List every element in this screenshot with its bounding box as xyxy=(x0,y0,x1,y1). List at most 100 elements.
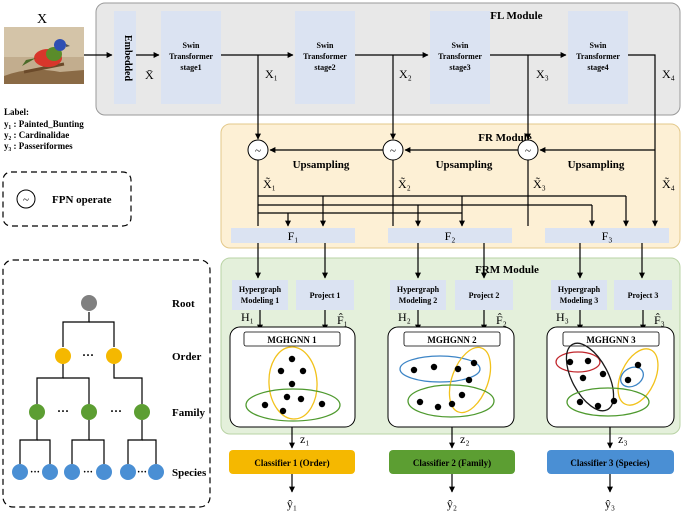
fhat1-label: F̂₁ xyxy=(337,313,348,327)
tree-species-node xyxy=(96,464,112,480)
tree-ellipsis: ··· xyxy=(82,348,94,362)
label-y3: y₃ : Passeriformes xyxy=(4,141,73,151)
xtilde2-label: X̃₂ xyxy=(398,177,411,191)
classifier-3 xyxy=(547,450,674,474)
yhat3-label: ŷ₃ xyxy=(605,497,615,511)
yhat2-label: ŷ₂ xyxy=(447,497,457,511)
swin-stage-1: Swin Transformer stage1 xyxy=(161,11,221,104)
x2-label: X₂ xyxy=(399,67,412,81)
svg-text:stage1: stage1 xyxy=(180,63,201,72)
tree-species-node xyxy=(42,464,58,480)
tree-level-order: Order xyxy=(172,351,201,363)
tree-species-node xyxy=(148,464,164,480)
hypergraph-modeling-1 xyxy=(232,280,288,310)
svg-text:stage4: stage4 xyxy=(587,63,608,72)
svg-text:Classifier 1 (Order): Classifier 1 (Order) xyxy=(254,458,329,468)
tree-box xyxy=(2,259,211,508)
ihfl-title: IHFL Module xyxy=(477,10,542,22)
input-x-label: X xyxy=(37,12,47,27)
hypergraph-modeling-2 xyxy=(390,280,446,310)
tree-level-species: Species xyxy=(172,467,207,479)
svg-text:Modeling 3: Modeling 3 xyxy=(560,296,598,305)
feature-block-f2: F₂ xyxy=(388,228,512,243)
x4-label: X₄ xyxy=(662,67,675,81)
z2-label: z₂ xyxy=(460,432,470,446)
fpn-op-2: ~ xyxy=(382,139,404,161)
svg-text:Swin: Swin xyxy=(452,41,469,50)
svg-text:Swin: Swin xyxy=(183,41,200,50)
branch-1: Hypergraph Modeling 1 Project 1 H₁ F̂₁ M… xyxy=(229,280,356,511)
frm-title: FRM Module xyxy=(475,264,539,276)
svg-text:Transformer: Transformer xyxy=(303,52,347,61)
classifier-2 xyxy=(389,450,515,474)
yhat1-label: ŷ₁ xyxy=(287,497,297,511)
fr-module-box xyxy=(220,123,681,249)
label-y2: y₂ : Cardinalidae xyxy=(4,130,69,140)
svg-text:F₂: F₂ xyxy=(445,229,456,243)
fusion-wires xyxy=(257,160,629,227)
tree-root-node xyxy=(81,295,97,311)
tree-species-node xyxy=(12,464,28,480)
f-to-frm-arrows xyxy=(255,243,645,279)
xtilde1-label: X̃₁ xyxy=(263,177,276,191)
svg-text:Transformer: Transformer xyxy=(576,52,620,61)
svg-text:F₁: F₁ xyxy=(288,229,299,243)
tree-order-node xyxy=(106,348,122,364)
fpn-op-3: ~ xyxy=(517,139,539,161)
svg-text:Swin: Swin xyxy=(590,41,607,50)
mghgnn-3-label: MGHGNN 3 xyxy=(586,335,636,345)
legend-fpn-tilde: ~ xyxy=(23,194,29,206)
feature-block-f1: F₁ xyxy=(231,228,355,243)
branch-2: Hypergraph Modeling 2 Project 2 H₂ F̂₂ M… xyxy=(387,280,515,511)
svg-text:~: ~ xyxy=(390,145,396,157)
embedded-label: Embedded xyxy=(122,35,133,82)
bird-image xyxy=(4,27,84,84)
label-y1: y₁ : Painted_Bunting xyxy=(4,119,84,129)
svg-text:Hypergraph: Hypergraph xyxy=(558,285,601,294)
h1-label: H₁ xyxy=(241,310,254,324)
z3-label: z₃ xyxy=(618,432,628,446)
project-1 xyxy=(296,280,354,310)
svg-text:~: ~ xyxy=(525,145,531,157)
svg-text:Project 3: Project 3 xyxy=(628,291,659,300)
tree-family-node xyxy=(134,404,150,420)
svg-text:stage2: stage2 xyxy=(314,63,335,72)
legend-fpn-text: FPN operate xyxy=(52,194,112,206)
swin-stage-2: Swin Transformer stage2 xyxy=(295,11,355,104)
x3-label: X₃ xyxy=(536,67,549,81)
upsampling-label-1: Upsampling xyxy=(293,159,350,171)
svg-text:Hypergraph: Hypergraph xyxy=(239,285,282,294)
tree-ellipsis: ··· xyxy=(137,467,147,478)
fpn-op-1: ~ xyxy=(247,139,269,161)
tree-ellipsis: ··· xyxy=(110,404,122,418)
tree-level-root: Root xyxy=(172,298,195,310)
upsampling-label-3: Upsampling xyxy=(568,159,625,171)
mghgnn-1-label: MGHGNN 1 xyxy=(267,335,317,345)
h2-label: H₂ xyxy=(398,310,411,324)
svg-text:Modeling 1: Modeling 1 xyxy=(241,296,279,305)
fhat2-label: F̂₂ xyxy=(496,313,507,327)
tree-ellipsis: ··· xyxy=(30,467,40,478)
embedded-block xyxy=(114,11,136,104)
svg-text:Project 2: Project 2 xyxy=(469,291,500,300)
svg-text:stage3: stage3 xyxy=(449,63,470,72)
svg-text:Classifier 3 (Species): Classifier 3 (Species) xyxy=(570,458,649,468)
svg-text:Classifier 2 (Family): Classifier 2 (Family) xyxy=(413,458,491,468)
fhat3-label: F̂₃ xyxy=(654,313,665,327)
h3-label: H₃ xyxy=(556,310,569,324)
tree-ellipsis: ··· xyxy=(57,404,69,418)
svg-text:Transformer: Transformer xyxy=(169,52,213,61)
tree-order-node xyxy=(55,348,71,364)
svg-text:Project 1: Project 1 xyxy=(310,291,341,300)
svg-text:Hypergraph: Hypergraph xyxy=(397,285,440,294)
svg-text:Swin: Swin xyxy=(317,41,334,50)
svg-text:Transformer: Transformer xyxy=(438,52,482,61)
svg-text:~: ~ xyxy=(255,145,261,157)
xtilde3-label: X̃₃ xyxy=(533,177,546,191)
classifier-1 xyxy=(229,450,355,474)
ihfl-module-box xyxy=(95,2,681,116)
tree-ellipsis: ··· xyxy=(83,467,93,478)
mghgnn-2-label: MGHGNN 2 xyxy=(427,335,477,345)
feature-block-f3: F₃ xyxy=(545,228,669,243)
